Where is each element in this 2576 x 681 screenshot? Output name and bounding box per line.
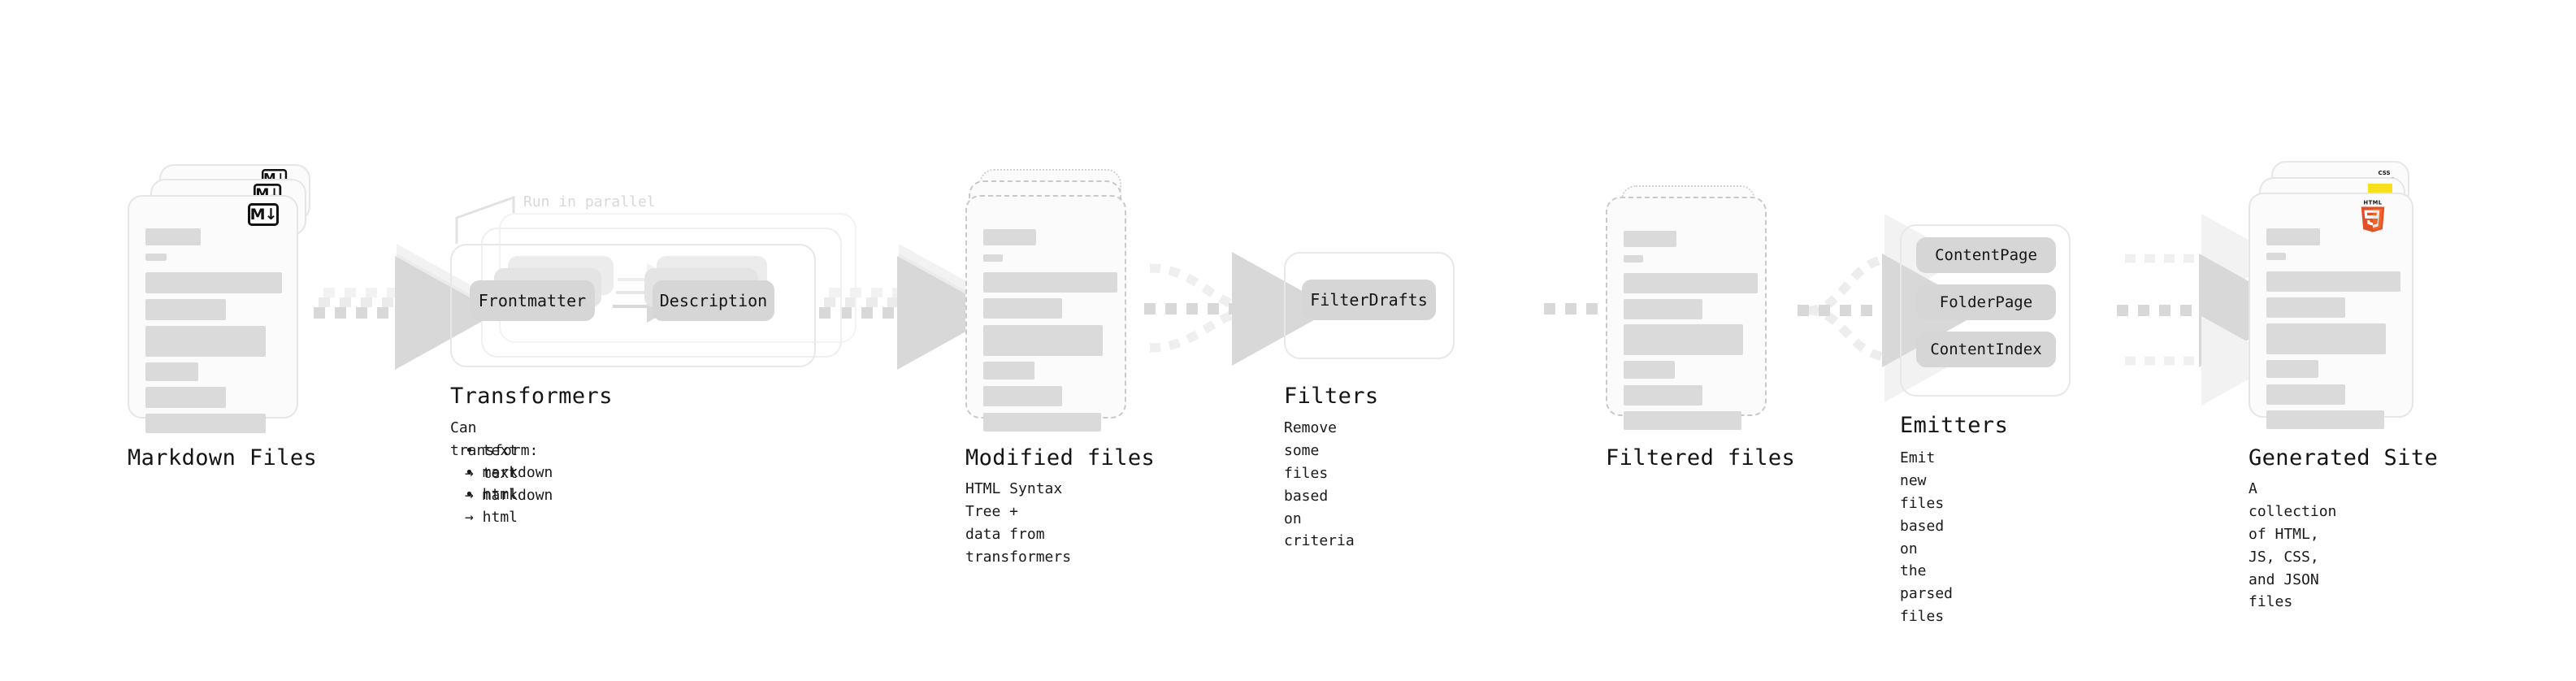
html5-icon: HTML: [2361, 200, 2385, 232]
folder-page-chip[interactable]: FolderPage: [1916, 284, 2056, 320]
markdown-icon: M↓: [248, 203, 279, 226]
content-page-chip[interactable]: ContentPage: [1916, 237, 2056, 273]
run-in-parallel-label: Run in parallel: [523, 193, 656, 210]
generated-site-title: Generated Site: [2249, 445, 2439, 471]
modified-files-subtitle: HTML Syntax Tree + data from transformer…: [965, 480, 1072, 566]
placeholder-bar: [983, 386, 1062, 406]
placeholder-bar: [983, 254, 1003, 262]
placeholder-bar: [1624, 361, 1675, 379]
transformers-bullet-2: • html → html: [465, 484, 518, 529]
modified-files-title: Modified files: [965, 445, 1156, 471]
transformers-bullet-0: • text → text: [465, 440, 518, 485]
emitters-group-box: [1900, 224, 2071, 397]
filters-title: Filters: [1284, 384, 1379, 409]
filters-group-box: [1284, 252, 1455, 359]
arrow-emitters-to-site: [2117, 214, 2301, 406]
filter-drafts-chip[interactable]: FilterDrafts: [1302, 280, 1436, 320]
placeholder-bar: [2266, 228, 2320, 245]
placeholder-bar: [1624, 255, 1643, 262]
svg-text:CSS: CSS: [2378, 170, 2390, 176]
arrow-markdown-to-transformers: [314, 244, 497, 370]
placeholder-bar: [1624, 411, 1741, 430]
filtered-files-title: Filtered files: [1606, 445, 1796, 471]
placeholder-bar: [145, 272, 282, 293]
placeholder-bar: [2266, 360, 2318, 378]
placeholder-bar: [2266, 323, 2386, 354]
placeholder-bar: [145, 362, 198, 381]
placeholder-bar: [145, 254, 167, 261]
placeholder-bar: [145, 326, 266, 357]
site-card-front: [2249, 193, 2413, 429]
modified-card-front: [965, 195, 1126, 432]
placeholder-bar: [2266, 410, 2384, 429]
placeholder-bar: [145, 387, 226, 408]
placeholder-bar: [983, 272, 1117, 293]
transformers-bullet-1: • markdown → markdown: [465, 462, 553, 507]
bullet-text: markdown → markdown: [465, 464, 553, 504]
filtered-card-front: [1606, 197, 1767, 430]
placeholder-bar: [2266, 271, 2400, 292]
arrow-modified-to-filters: [1144, 252, 1334, 366]
description-chip[interactable]: Description: [653, 280, 774, 321]
bullet-text: text → text: [465, 442, 518, 482]
generated-site-subtitle: A collection of HTML, JS, CSS, and JSON …: [2249, 480, 2337, 611]
transformers-title: Transformers: [450, 384, 613, 409]
placeholder-bar: [983, 362, 1034, 380]
placeholder-bar: [1624, 299, 1702, 319]
placeholder-bar: [983, 298, 1062, 319]
placeholder-bar: [983, 229, 1036, 245]
placeholder-bar: [145, 299, 226, 320]
filters-subtitle: Remove some files based on criteria: [1284, 419, 1355, 550]
bullet-dot: •: [465, 442, 483, 459]
placeholder-bar: [145, 228, 201, 245]
content-index-chip[interactable]: ContentIndex: [1916, 332, 2056, 367]
bullet-dot: •: [465, 464, 483, 481]
placeholder-bar: [2266, 253, 2286, 260]
markdown-card-front: [128, 195, 298, 433]
emitters-subtitle: Emit new files based on the parsed files: [1900, 449, 1954, 626]
placeholder-bar: [1624, 231, 1676, 247]
transformers-subtitle: Can transform:: [450, 419, 539, 459]
svg-text:HTML: HTML: [2364, 200, 2383, 206]
placeholder-bar: [1624, 273, 1758, 293]
placeholder-bar: [983, 413, 1101, 432]
emitters-title: Emitters: [1900, 413, 2009, 438]
bullet-dot: •: [465, 486, 483, 503]
frontmatter-chip[interactable]: Frontmatter: [470, 280, 595, 321]
placeholder-bar: [145, 414, 266, 433]
placeholder-bar: [2266, 384, 2345, 405]
transformer-group-front: [450, 244, 816, 367]
bullet-text: html → html: [465, 486, 518, 526]
placeholder-bar: [2266, 297, 2345, 318]
markdown-files-title: Markdown Files: [128, 445, 318, 471]
placeholder-bar: [983, 325, 1103, 356]
placeholder-bar: [1624, 324, 1743, 355]
placeholder-bar: [1624, 385, 1702, 406]
arrow-filtered-to-emitters: [1798, 214, 1984, 402]
